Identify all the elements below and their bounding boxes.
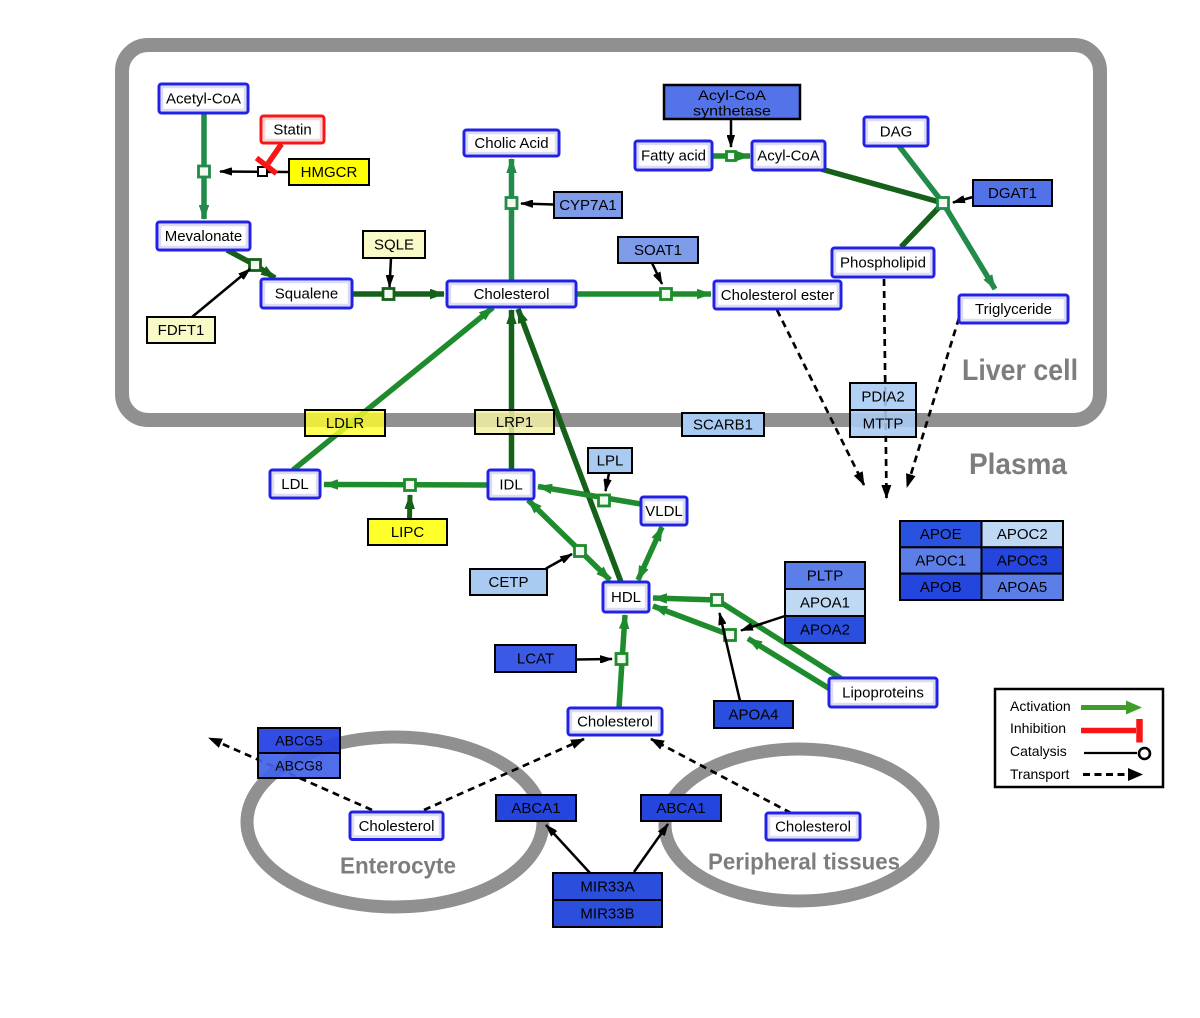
svg-text:Squalene: Squalene	[275, 286, 338, 303]
svg-text:Cholesterol: Cholesterol	[577, 714, 653, 731]
svg-text:Acetyl-CoA: Acetyl-CoA	[166, 91, 241, 108]
svg-text:APOC3: APOC3	[997, 552, 1048, 569]
svg-text:Statin: Statin	[273, 122, 311, 139]
svg-text:LIPC: LIPC	[391, 524, 425, 541]
svg-text:Cholesterol: Cholesterol	[359, 818, 435, 835]
svg-text:HDL: HDL	[611, 589, 641, 606]
svg-text:Lipoproteins: Lipoproteins	[842, 685, 924, 702]
svg-text:APOA4: APOA4	[728, 707, 778, 724]
svg-text:APOA5: APOA5	[997, 579, 1047, 596]
svg-text:ABCA1: ABCA1	[511, 800, 560, 817]
svg-text:LPL: LPL	[597, 453, 624, 470]
svg-text:LDLR: LDLR	[326, 415, 365, 432]
svg-text:Fatty acid: Fatty acid	[641, 148, 706, 165]
svg-text:Cholic Acid: Cholic Acid	[474, 135, 548, 152]
svg-text:DGAT1: DGAT1	[988, 185, 1037, 202]
svg-text:Triglyceride: Triglyceride	[975, 301, 1052, 318]
svg-text:ABCG5: ABCG5	[275, 733, 323, 749]
svg-text:PLTP: PLTP	[807, 568, 843, 585]
svg-text:HMGCR: HMGCR	[301, 164, 358, 181]
svg-text:MIR33B: MIR33B	[580, 906, 634, 923]
svg-text:Transport: Transport	[1010, 766, 1070, 782]
svg-text:VLDL: VLDL	[645, 503, 683, 520]
svg-text:APOA1: APOA1	[800, 595, 850, 612]
svg-text:Activation: Activation	[1010, 698, 1071, 714]
svg-text:CYP7A1: CYP7A1	[559, 197, 617, 214]
svg-text:Liver cell: Liver cell	[962, 354, 1078, 387]
svg-text:LCAT: LCAT	[517, 651, 554, 668]
svg-text:MIR33A: MIR33A	[580, 879, 634, 896]
svg-text:ABCA1: ABCA1	[656, 800, 705, 817]
svg-text:SQLE: SQLE	[374, 237, 414, 254]
svg-text:LRP1: LRP1	[496, 414, 534, 431]
svg-text:Cholesterol ester: Cholesterol ester	[721, 287, 834, 304]
svg-text:APOA2: APOA2	[800, 622, 850, 639]
svg-text:SCARB1: SCARB1	[693, 417, 753, 434]
svg-text:LDL: LDL	[281, 476, 309, 493]
svg-text:APOC2: APOC2	[997, 526, 1048, 543]
svg-text:APOC1: APOC1	[915, 552, 966, 569]
svg-text:PDIA2: PDIA2	[861, 389, 904, 406]
svg-text:Cholesterol: Cholesterol	[474, 286, 550, 303]
svg-text:Enterocyte: Enterocyte	[340, 853, 456, 879]
svg-text:SOAT1: SOAT1	[634, 242, 682, 259]
svg-text:CETP: CETP	[488, 574, 528, 591]
svg-text:Acyl-CoA: Acyl-CoA	[698, 87, 767, 103]
svg-text:Inhibition: Inhibition	[1010, 720, 1066, 736]
svg-text:Catalysis: Catalysis	[1010, 743, 1067, 759]
svg-text:APOE: APOE	[920, 526, 962, 543]
svg-text:IDL: IDL	[499, 477, 522, 494]
svg-text:ABCG8: ABCG8	[275, 758, 323, 774]
svg-text:APOB: APOB	[920, 579, 962, 596]
svg-text:Phospholipid: Phospholipid	[840, 255, 926, 272]
svg-text:Acyl-CoA: Acyl-CoA	[757, 148, 820, 165]
svg-text:DAG: DAG	[880, 124, 913, 141]
svg-text:Cholesterol: Cholesterol	[775, 819, 851, 836]
svg-text:MTTP: MTTP	[863, 416, 904, 433]
svg-text:Peripheral tissues: Peripheral tissues	[708, 849, 900, 875]
svg-text:Plasma: Plasma	[969, 448, 1067, 481]
svg-text:FDFT1: FDFT1	[158, 322, 205, 339]
svg-text:synthetase: synthetase	[693, 103, 771, 119]
svg-text:Mevalonate: Mevalonate	[165, 228, 243, 245]
